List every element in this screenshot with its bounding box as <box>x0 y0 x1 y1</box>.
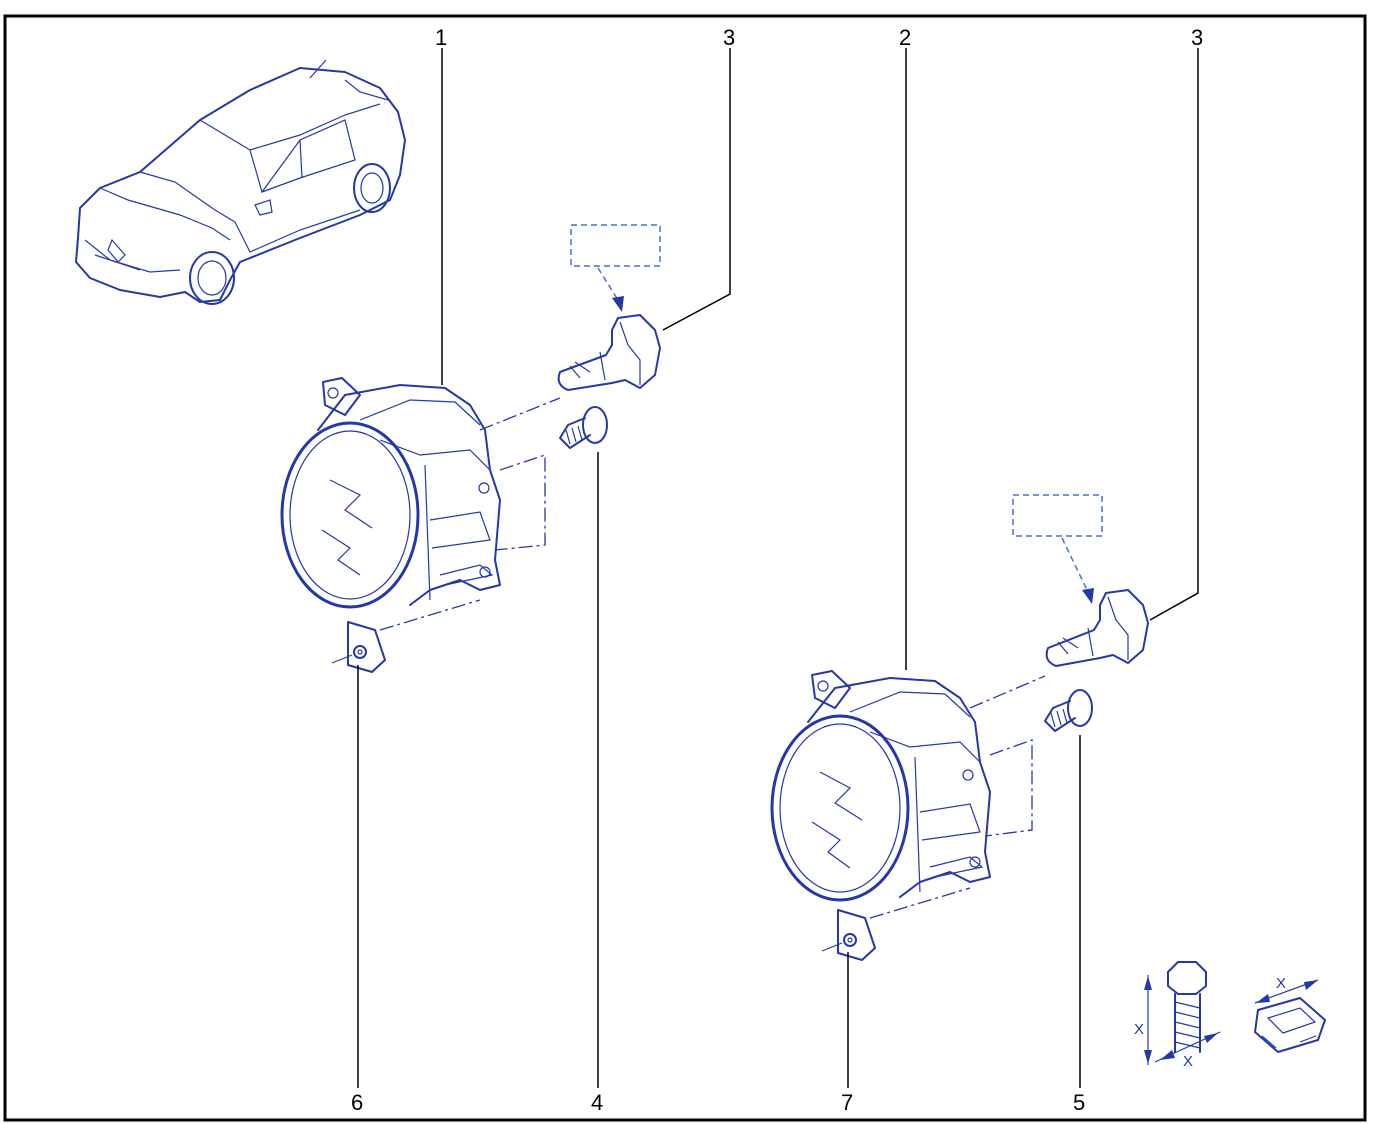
callout-1: 1 <box>435 25 447 50</box>
screw-left <box>559 406 608 449</box>
clip-nut-left <box>331 621 386 673</box>
connector-arrowhead-right <box>1082 588 1094 604</box>
bolt-dimension-label-length: X <box>1134 1021 1144 1038</box>
connector-placeholder-right <box>1012 494 1103 537</box>
axis-clip-left <box>379 599 481 631</box>
car-illustration <box>75 59 406 305</box>
callout-6: 6 <box>351 1090 363 1115</box>
callout-3-right: 3 <box>1191 25 1203 50</box>
clip-dimension-label: X <box>1276 975 1286 992</box>
fog-lamp-right <box>770 670 991 902</box>
callout-2: 2 <box>899 25 911 50</box>
axis-bulb-left <box>479 397 561 431</box>
clip-dimension-icon <box>1254 979 1326 1053</box>
connector-arrow-left <box>597 267 619 301</box>
callout-4: 4 <box>591 1090 603 1115</box>
leader-lines <box>357 48 1199 1088</box>
screw-right <box>1044 689 1093 732</box>
bulb-left <box>557 314 661 391</box>
callout-5: 5 <box>1073 1090 1085 1115</box>
connector-placeholder-left <box>570 224 661 267</box>
drawing-frame <box>3 14 1367 1122</box>
axis-screw-right <box>984 739 1033 837</box>
clip-nut-right <box>821 909 876 961</box>
connector-arrow-right <box>1061 537 1089 593</box>
connector-arrowhead-left <box>612 296 624 312</box>
callout-7: 7 <box>841 1090 853 1115</box>
bulb-right <box>1045 589 1149 667</box>
axis-clip-right <box>869 887 971 919</box>
axis-screw-left <box>494 454 546 551</box>
bolt-dimension-icon <box>1144 961 1221 1065</box>
axis-bulb-right <box>969 675 1046 709</box>
bolt-dimension-label-diameter: X <box>1183 1053 1193 1070</box>
callout-3-left: 3 <box>723 25 735 50</box>
fog-lamp-left <box>280 377 501 609</box>
